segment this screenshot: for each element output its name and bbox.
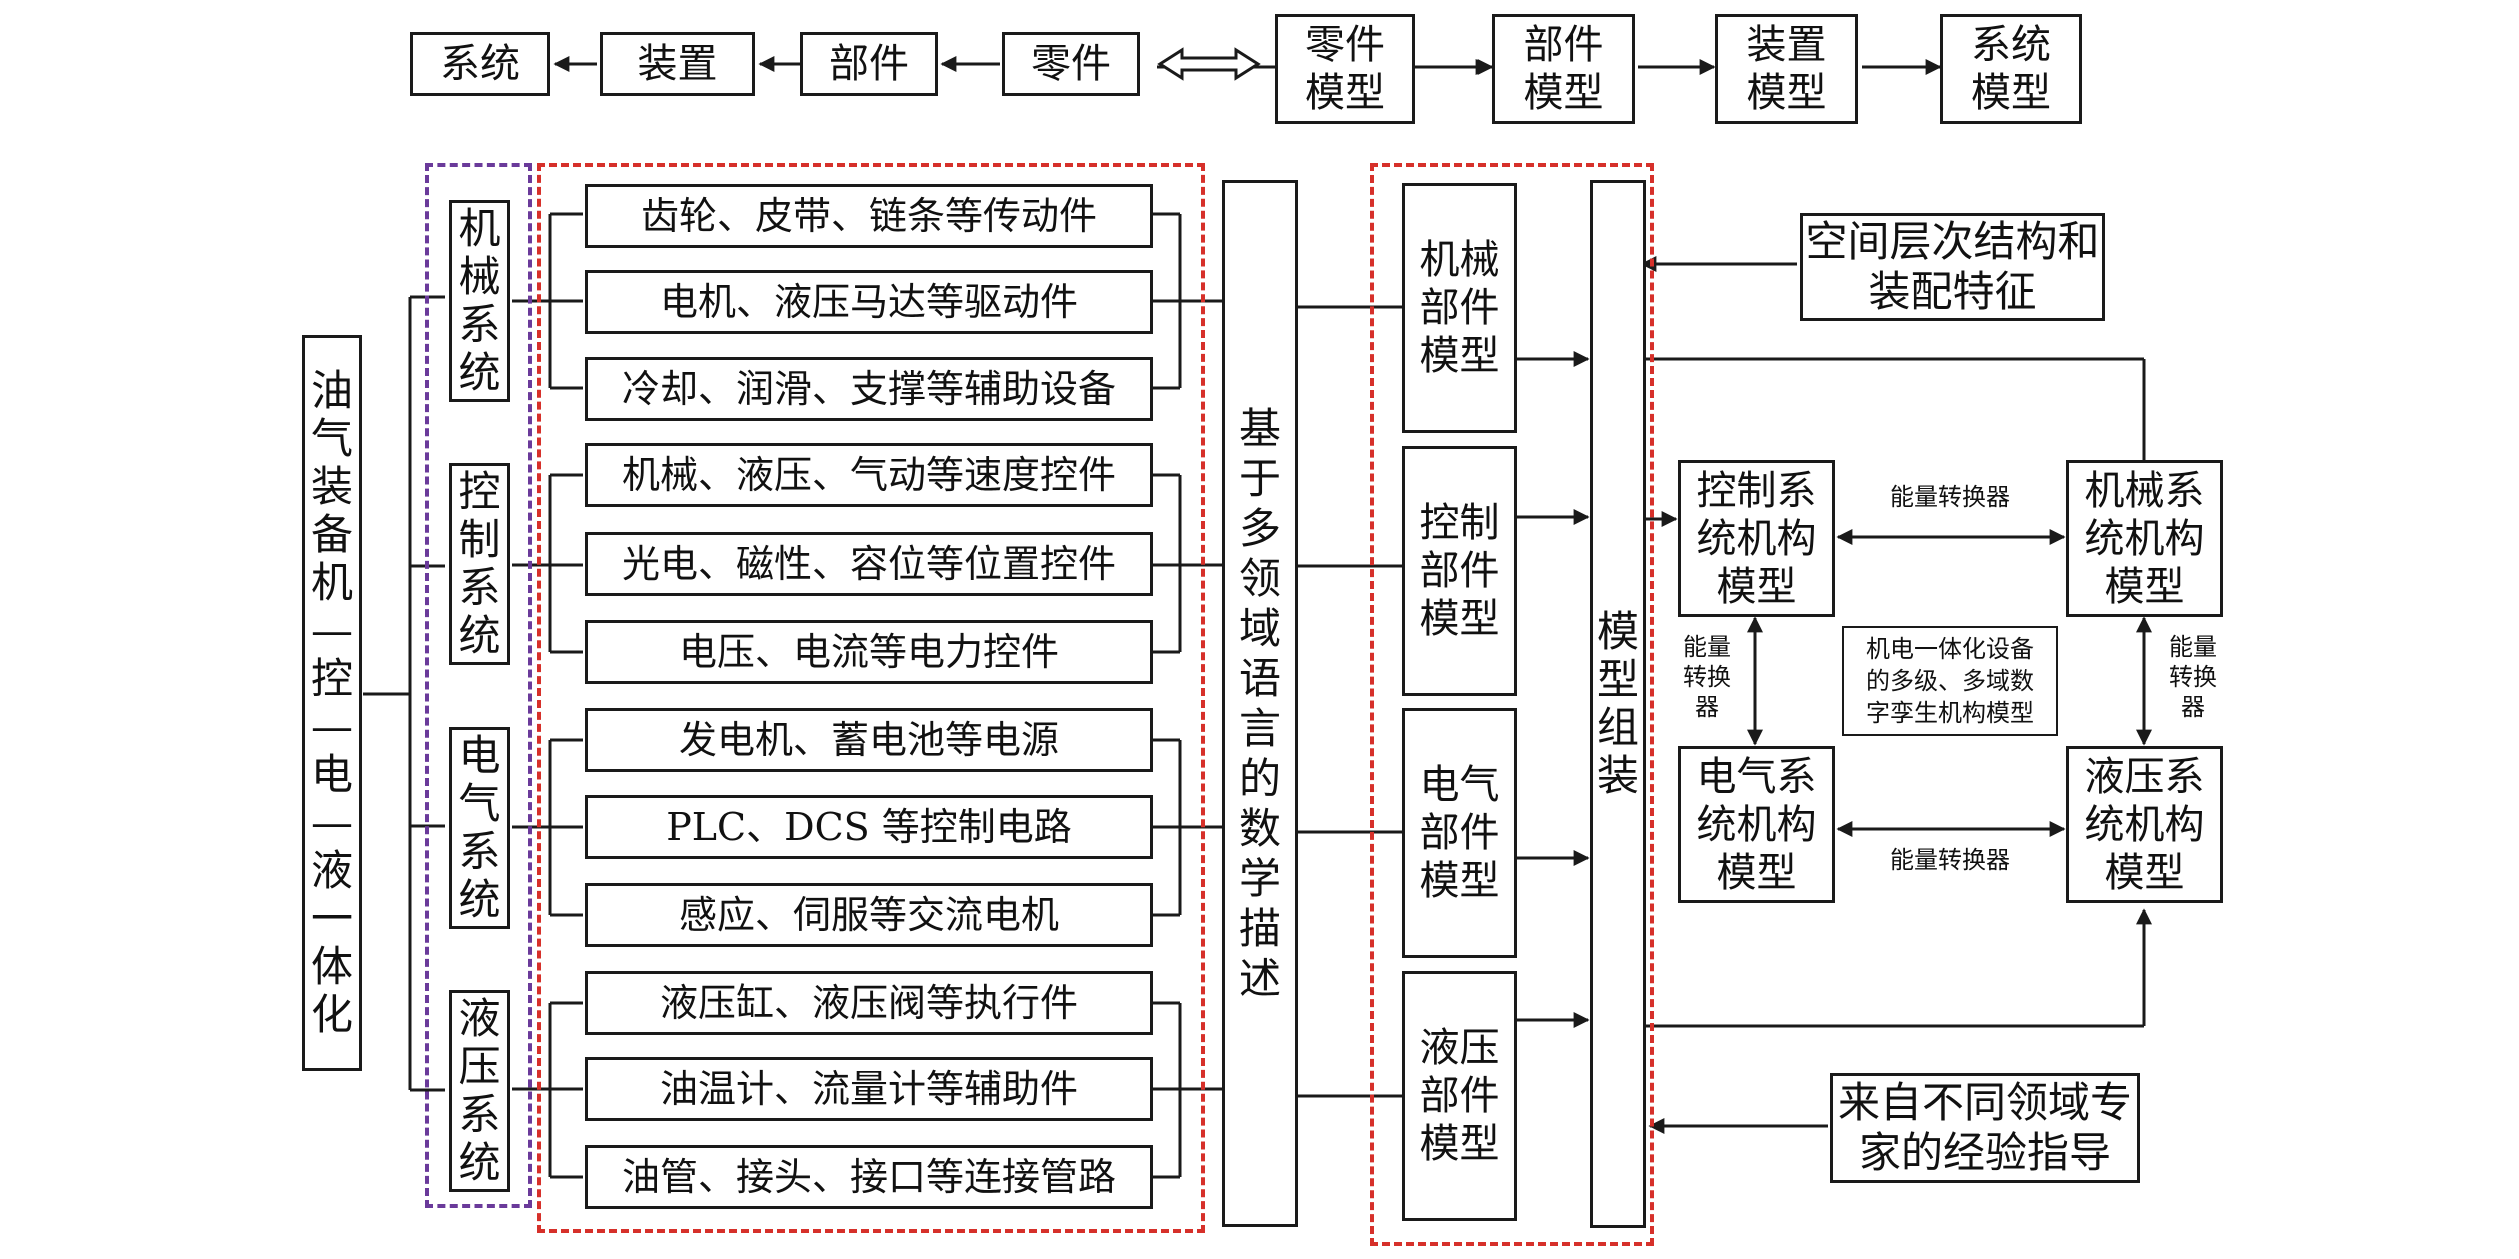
main-title-box: 油 气 装 备 机 — 控 — 电 — 液 一 体 化: [302, 335, 362, 1071]
center-note-box: 机电一体化设备 的多级、多域数 字孪生机构模型: [1842, 626, 2058, 736]
control-component-model-box: 控制 部件 模型: [1402, 446, 1517, 696]
top-part-model-box: 零件 模型: [1275, 14, 1415, 124]
models-dashed-frame: [1370, 163, 1654, 1246]
subsystem-dashed-frame: [425, 163, 532, 1208]
top-system-model-box: 系统 模型: [1940, 14, 2082, 124]
components-dashed-frame: [537, 163, 1205, 1233]
electrical-mechanism-model-box: 电气系 统机构 模型: [1678, 746, 1835, 903]
component-box-8: PLC、DCS 等控制电路: [585, 795, 1153, 859]
energy-converter-label-top: 能量转换器: [1890, 483, 2010, 511]
top-system-box: 系统: [410, 32, 550, 96]
component-box-2: 电机、液压马达等驱动件: [585, 270, 1153, 334]
component-box-11: 油温计、流量计等辅助件: [585, 1057, 1153, 1121]
subsystem-control-box: 控 制 系 统: [449, 463, 510, 665]
math-description-box: 基 于 多 领 域 语 言 的 数 学 描 述: [1222, 180, 1298, 1227]
top-device-model-box: 装置 模型: [1715, 14, 1858, 124]
subsystem-mechanical-box: 机 械 系 统: [449, 200, 510, 402]
component-box-4: 机械、液压、气动等速度控件: [585, 443, 1153, 507]
hydraulic-component-model-box: 液压 部件 模型: [1402, 971, 1517, 1221]
component-box-9: 感应、伺服等交流电机: [585, 883, 1153, 947]
subsystem-hydraulic-box: 液 压 系 统: [449, 990, 510, 1192]
component-box-5: 光电、磁性、容位等位置控件: [585, 532, 1153, 596]
top-component-box: 部件: [800, 32, 938, 96]
control-mechanism-model-box: 控制系 统机构 模型: [1678, 460, 1835, 617]
expert-guidance-box: 来自不同领域专 家的经验指导: [1830, 1073, 2140, 1183]
component-box-1: 齿轮、皮带、链条等传动件: [585, 184, 1153, 248]
model-assembly-box: 模 型 组 装: [1590, 180, 1646, 1228]
component-box-10: 液压缸、液压阀等执行件: [585, 971, 1153, 1035]
component-box-12: 油管、接头、接口等连接管路: [585, 1145, 1153, 1209]
mechanical-component-model-box: 机械 部件 模型: [1402, 183, 1517, 433]
component-box-7: 发电机、蓄电池等电源: [585, 708, 1153, 772]
energy-converter-label-right: 能量 转换 器: [2169, 633, 2217, 721]
top-component-model-box: 部件 模型: [1492, 14, 1635, 124]
space-structure-box: 空间层次结构和 装配特征: [1800, 213, 2105, 321]
double-arrow-icon: [1157, 47, 1261, 81]
top-device-box: 装置: [600, 32, 755, 96]
energy-converter-label-bottom: 能量转换器: [1890, 846, 2010, 874]
subsystem-electrical-box: 电 气 系 统: [449, 727, 510, 929]
energy-converter-label-left: 能量 转换 器: [1683, 633, 1731, 721]
hydraulic-mechanism-model-box: 液压系 统机构 模型: [2066, 746, 2223, 903]
top-part-box: 零件: [1002, 32, 1140, 96]
component-box-3: 冷却、润滑、支撑等辅助设备: [585, 357, 1153, 421]
mechanical-mechanism-model-box: 机械系 统机构 模型: [2066, 460, 2223, 617]
component-box-6: 电压、电流等电力控件: [585, 620, 1153, 684]
electrical-component-model-box: 电气 部件 模型: [1402, 708, 1517, 958]
